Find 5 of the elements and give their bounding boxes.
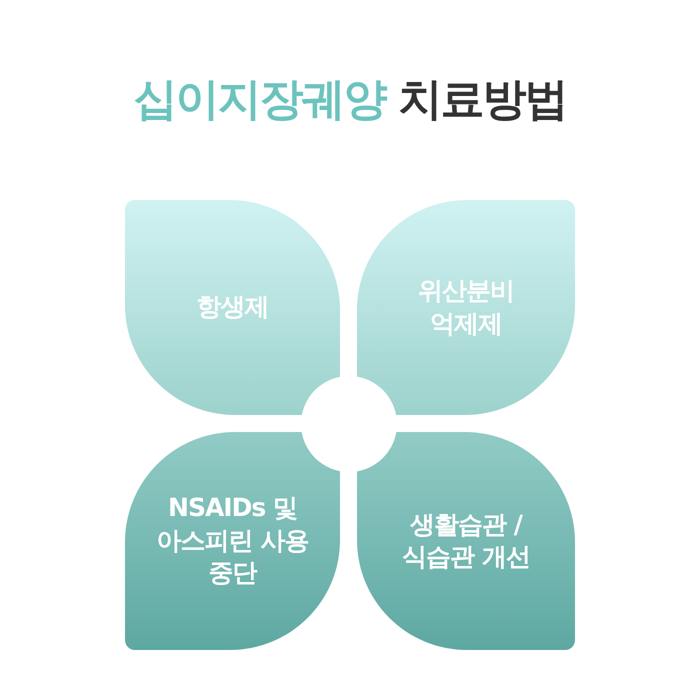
treatment-text: NSAIDs 및 아스피린 사용 중단: [156, 492, 310, 590]
treatment-text: 위산분비 억제제: [417, 275, 515, 340]
treatment-text: 항생제: [196, 291, 268, 324]
treatment-text: 생활습관 / 식습관 개선: [401, 508, 531, 573]
title: 십이지장궤양 치료방법: [132, 73, 568, 127]
